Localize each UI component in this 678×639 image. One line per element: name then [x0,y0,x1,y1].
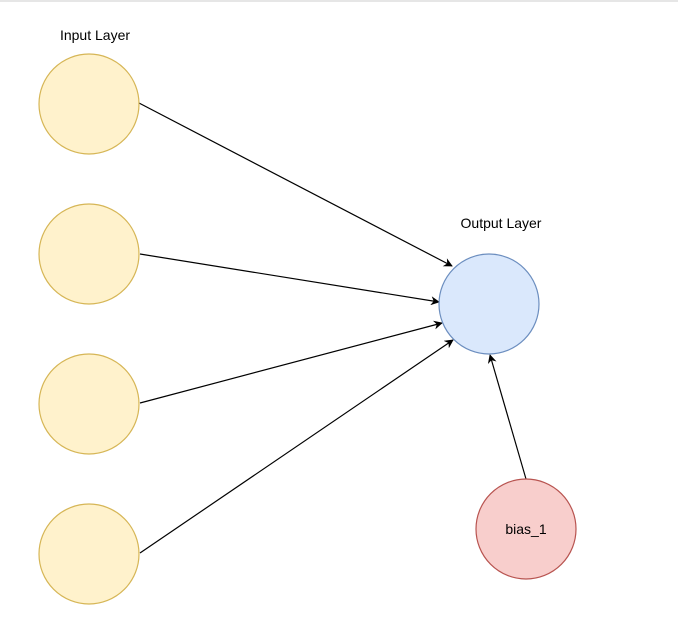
input-layer [38,53,140,605]
canvas-top-border [0,0,678,2]
edge-input-2-to-output [139,253,440,306]
input-layer-label: Input Layer [60,27,130,43]
edge-input-3-to-output [139,320,443,404]
edge-input-1-to-output [138,102,453,267]
input-node-2[interactable] [38,203,140,305]
bias-node[interactable] [475,478,577,580]
input-node-1[interactable] [38,53,140,155]
output-layer-label: Output Layer [461,215,542,231]
input-node-4[interactable] [38,503,140,605]
output-node[interactable] [438,253,540,355]
bias-node-group[interactable]: bias_1 [475,478,577,580]
edge-input-4-to-output [139,339,454,554]
edges [138,102,527,554]
bias-node-label: bias_1 [505,521,546,537]
input-node-3[interactable] [38,353,140,455]
edge-bias-to-output [487,354,527,480]
